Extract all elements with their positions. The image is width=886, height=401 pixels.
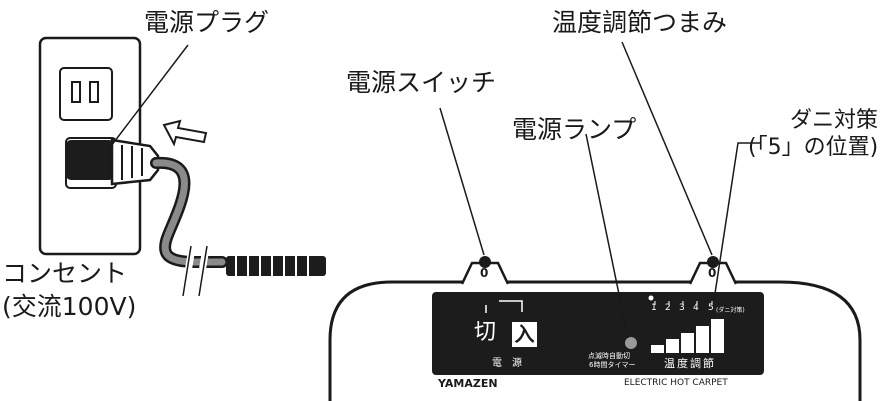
leader-temp-knob [621,41,713,256]
label-mite-line2: (「5」の位置) [748,135,879,160]
label-outlet-line1: コンセント [2,259,128,288]
label-power-lamp: 電源ランプ [512,115,637,144]
leader-lines [107,41,760,339]
switch-on-label: 入 [514,322,535,346]
switch-knob-top [479,256,491,268]
scale-5: 5 [708,303,714,313]
leader-power-lamp [585,133,629,339]
switch-bracket [485,300,523,313]
switch-on-box [512,322,537,347]
temp-bar-3 [681,333,694,353]
leader-mite [713,142,760,301]
power-cord [150,156,326,297]
leader-power-switch [439,107,485,256]
panel-temp-dot [648,295,654,301]
mite-note: (ダニ対策) [716,307,745,314]
temp-bar-5 [711,319,724,353]
timer-line1: 点滅時自動切 [588,352,630,360]
label-power-plug: 電源プラグ [144,8,270,37]
power-plug [66,138,160,186]
label-power-switch: 電源スイッチ [346,68,497,97]
power-lamp [625,337,637,349]
scale-3: 3 [679,303,685,313]
insert-arrow-icon [162,119,208,147]
temp-knob-top [707,256,719,268]
scale-1: 1 [651,303,657,313]
knob-tab-mark: 0 [708,266,717,280]
temp-bar-2 [666,339,679,353]
label-mite-line1: ダニ対策 [790,108,879,133]
scale-4: 4 [693,303,699,313]
scale-2: 2 [665,303,671,313]
label-temp-knob: 温度調節つまみ [552,8,728,37]
timer-line2: 6時間タイマー [589,361,636,369]
power-caption: 電 源 [492,358,522,369]
temp-caption: 温度調節 [664,357,716,370]
switch-tab-mark: 0 [480,266,489,280]
brand-label: YAMAZEN [438,377,498,390]
leader-power-plug [107,44,189,151]
temp-scale-ticks [654,301,713,305]
label-outlet-line2: (交流100V) [2,292,137,321]
temp-bar-1 [651,345,664,353]
control-panel [432,292,764,375]
temp-level-bars [651,319,724,353]
temp-bar-4 [696,326,709,353]
switch-off-label: 切 [474,320,497,345]
product-label: ELECTRIC HOT CARPET [624,378,728,388]
